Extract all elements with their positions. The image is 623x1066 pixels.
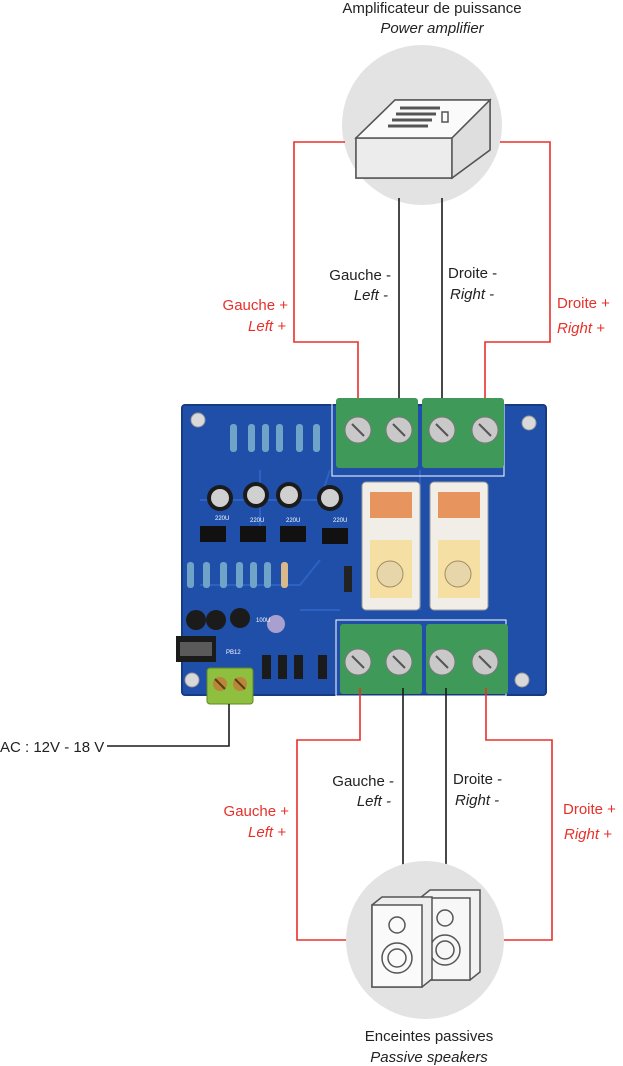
speaker-protection-board: 220U 220U 220U 220U PB12 100U	[176, 398, 547, 705]
bottom-right-minus-en: Right -	[455, 792, 499, 809]
amplifier-subtitle: Power amplifier	[380, 20, 484, 37]
bottom-right-plus-fr: Droite +	[563, 801, 616, 818]
top-right-minus-en: Right -	[450, 286, 494, 303]
amplifier-title: Amplificateur de puissance	[342, 0, 521, 17]
bottom-left-minus-fr: Gauche -	[332, 773, 394, 790]
top-right-plus-en: Right +	[557, 320, 605, 337]
power-wire	[107, 704, 230, 747]
speakers-subtitle: Passive speakers	[370, 1049, 488, 1066]
bottom-left-plus-fr: Gauche +	[224, 803, 290, 820]
speakers-title: Enceintes passives	[365, 1028, 493, 1045]
silk-100u: 100U	[256, 618, 270, 624]
top-left-plus-en: Left +	[248, 318, 286, 335]
silk-pb12: PB12	[226, 650, 241, 656]
silk-220u-1: 220U	[215, 516, 229, 522]
top-left-minus-en: Left -	[354, 287, 388, 304]
top-wires	[293, 141, 551, 410]
bottom-right-minus-fr: Droite -	[453, 771, 502, 788]
top-left-minus-fr: Gauche -	[329, 267, 391, 284]
bottom-left-minus-en: Left -	[357, 793, 391, 810]
bottom-left-plus-en: Left +	[248, 824, 286, 841]
top-right-plus-fr: Droite +	[557, 295, 610, 312]
top-right-minus-fr: Droite -	[448, 265, 497, 282]
amplifier-icon	[342, 45, 502, 205]
power-label: AC : 12V - 18 V	[0, 739, 104, 756]
top-left-plus-fr: Gauche +	[223, 297, 289, 314]
bottom-right-plus-en: Right +	[564, 826, 612, 843]
bottom-wires	[296, 688, 553, 941]
silk-220u-4: 220U	[333, 518, 347, 524]
silk-220u-2: 220U	[250, 518, 264, 524]
speakers-icon	[346, 861, 504, 1019]
power-connector	[206, 667, 254, 705]
silk-220u-3: 220U	[286, 518, 300, 524]
